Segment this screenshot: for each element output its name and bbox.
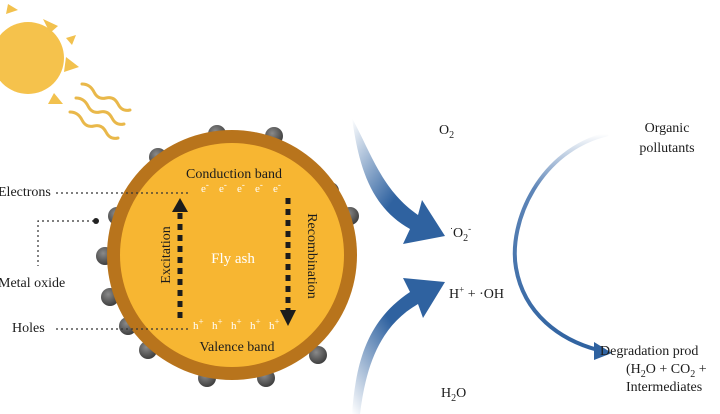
proton-hydroxyl-label: H+ + ·OH — [449, 284, 504, 302]
hole-symbol: h+ — [193, 316, 204, 332]
fly-ash-label: Fly ash — [211, 251, 255, 267]
oxygen-label: O2 — [439, 123, 455, 141]
superoxide-label: ·O2- — [450, 223, 472, 244]
sun-icon — [0, 4, 79, 104]
oxygen-reduction-arrow — [352, 118, 445, 244]
hole-symbol: h+ — [250, 316, 261, 332]
holes-label: Holes — [12, 321, 45, 336]
recombination-arrow — [280, 198, 296, 326]
metal-oxide-pointer-dot — [93, 218, 99, 224]
electron-symbol: e- — [219, 179, 227, 195]
heat-waves-icon — [68, 82, 132, 140]
hole-symbol: h+ — [231, 316, 242, 332]
electron-symbol: e- — [237, 179, 245, 195]
excitation-arrow — [172, 198, 188, 318]
hole-symbol: h+ — [212, 316, 223, 332]
water-label: H2O — [441, 386, 467, 404]
valence-band-label: Valence band — [199, 340, 275, 355]
degradation-products-line2: (H2O + CO2 + — [626, 362, 707, 380]
conduction-band-label: Conduction band — [185, 167, 283, 182]
organic-pollutants-line2: pollutants — [639, 141, 695, 156]
electron-symbol: e- — [255, 179, 263, 195]
degradation-products-line1: Degradation prod — [600, 344, 699, 359]
organic-pollutants-line1: Organic — [644, 121, 690, 136]
electrons-label: Electrons — [0, 185, 51, 200]
water-oxidation-arrow — [352, 278, 445, 414]
hole-symbol: h+ — [269, 316, 280, 332]
metal-oxide-label: Metal oxide — [0, 276, 66, 291]
degradation-arc-arrow — [512, 132, 612, 360]
electron-symbol: e- — [201, 179, 209, 195]
degradation-products-line3: Intermediates — [626, 380, 703, 395]
recombination-label: Recombination — [304, 213, 319, 299]
label-leaders — [37, 192, 190, 330]
excitation-label: Excitation — [159, 226, 174, 284]
electron-symbol: e- — [273, 179, 281, 195]
